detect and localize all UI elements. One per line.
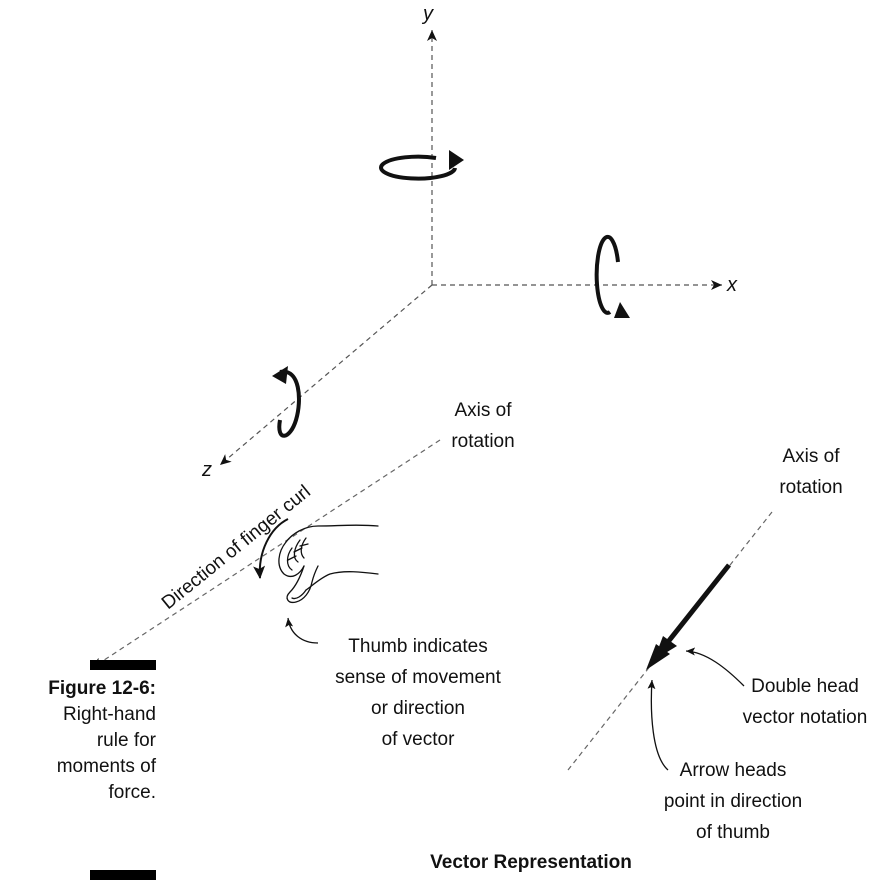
figure-caption: Figure 12-6: Right-hand rule for moments… — [0, 676, 156, 806]
z-rotation-arrow — [272, 366, 301, 438]
thumb-note-line3: or direction — [371, 698, 465, 719]
thumb-pointer-arrow — [285, 617, 319, 644]
caption-line-2: rule for — [96, 730, 156, 751]
double-head-vector — [646, 563, 731, 670]
arrow-heads-line3: of thumb — [696, 822, 770, 843]
caption-top-bar — [90, 660, 156, 670]
finger-curl-label: Direction of finger curl — [158, 481, 315, 614]
double-head-line2: vector notation — [743, 707, 868, 728]
double-head-pointer-arrow — [685, 647, 745, 687]
z-axis-label: z — [201, 459, 212, 481]
axis-of-rotation-left-line1: Axis of — [454, 400, 512, 421]
y-axis-label: y — [421, 3, 434, 25]
thumb-note-line1: Thumb indicates — [348, 636, 487, 657]
x-rotation-arrow — [594, 234, 630, 318]
caption-line-3: moments of — [56, 756, 156, 777]
caption-line-4: force. — [108, 782, 156, 803]
arrow-heads-pointer-arrow — [647, 679, 669, 771]
double-head-line1: Double head — [751, 676, 859, 697]
arrow-heads-line1: Arrow heads — [680, 760, 787, 781]
thumb-note-line2: sense of movement — [335, 667, 502, 688]
caption-bottom-bar — [90, 870, 156, 880]
z-axis — [219, 284, 433, 466]
hand-sketch — [278, 524, 379, 604]
axis-of-rotation-right-line2: rotation — [779, 477, 842, 498]
axis-of-rotation-right-line1: Axis of — [782, 446, 840, 467]
thumb-note-line4: of vector — [382, 729, 456, 750]
finger-curl-arrow — [253, 518, 289, 579]
figure-number: Figure 12-6: — [48, 678, 156, 699]
axis-of-rotation-left-line2: rotation — [451, 431, 514, 452]
y-rotation-arrow — [379, 150, 464, 181]
vector-representation-title: Vector Representation — [430, 852, 632, 873]
caption-line-1: Right-hand — [63, 704, 156, 725]
arrow-heads-line2: point in direction — [664, 791, 802, 812]
x-axis-label: x — [726, 274, 738, 296]
hand-axis-of-rotation — [91, 439, 441, 669]
